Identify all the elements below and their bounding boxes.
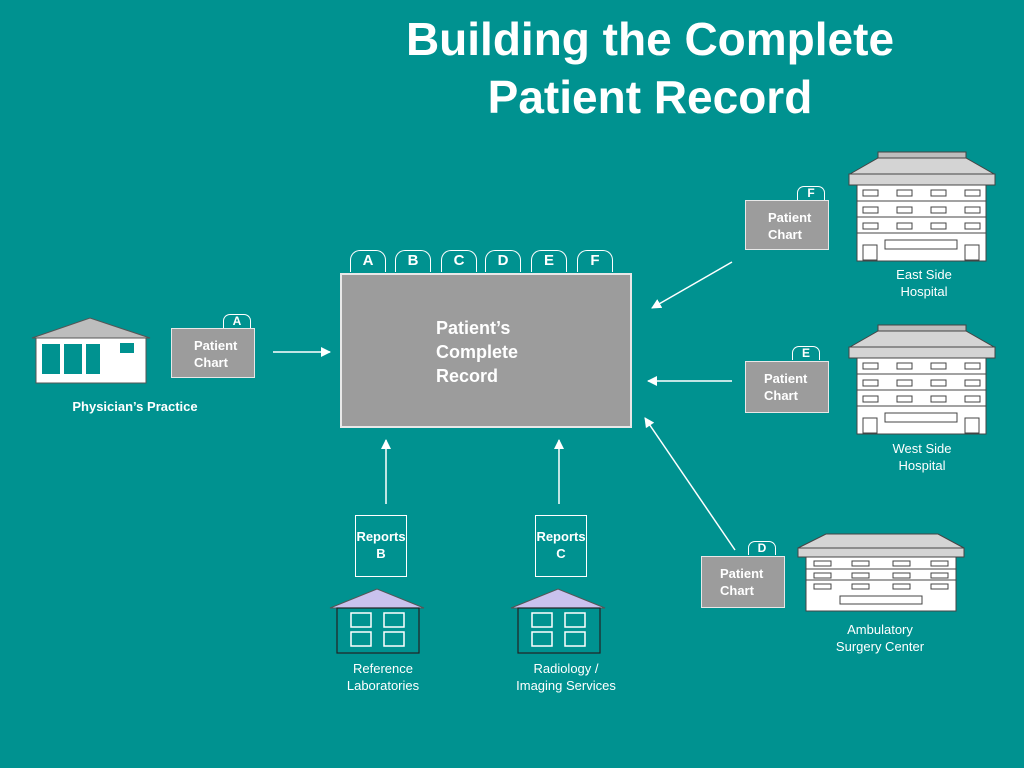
ambulatory-caption-line-1: Ambulatory <box>847 622 913 637</box>
ambulatory-patient-chart: Patient Chart <box>701 556 785 608</box>
physician-chart-line-1: Patient <box>194 338 238 353</box>
record-tab-d: D <box>485 250 521 272</box>
ambulatory-chart-tab: D <box>748 541 776 555</box>
west-side-chart-tab: E <box>792 346 820 360</box>
ambulatory-center-caption: Ambulatory Surgery Center <box>820 621 940 655</box>
radiology-building-icon <box>510 588 606 654</box>
ambulatory-center-icon <box>797 533 965 612</box>
east-side-chart-line-1: Patient <box>768 210 812 225</box>
ambulatory-chart-line-2: Chart <box>720 583 754 598</box>
west-side-chart-line-1: Patient <box>764 371 808 386</box>
west-side-chart-line-2: Chart <box>764 388 798 403</box>
record-tab-c: C <box>441 250 477 272</box>
record-tab-b: B <box>395 250 431 272</box>
east-side-hospital-icon <box>848 151 996 262</box>
complete-record-box <box>340 273 632 428</box>
title-line-1: Building the Complete <box>405 13 895 65</box>
record-tab-f: F <box>577 250 613 272</box>
east-side-hospital-caption: East Side Hospital <box>874 266 974 300</box>
physician-chart-tab: A <box>223 314 251 328</box>
west-side-hospital-caption: West Side Hospital <box>872 440 972 474</box>
reference-laboratories-caption: Reference Laboratories <box>328 660 438 694</box>
radiology-imaging-caption: Radiology / Imaging Services <box>500 660 632 694</box>
reports-b-document: Reports B <box>355 515 407 577</box>
physician-building-icon <box>31 317 151 384</box>
reference-labs-caption-line-2: Laboratories <box>346 678 420 693</box>
reports-b-line-2: B <box>376 546 386 561</box>
radiology-caption-line-1: Radiology / <box>533 661 599 676</box>
slide-title: Building the Complete Patient Record <box>340 10 960 126</box>
reference-lab-building-icon <box>329 588 425 654</box>
ambulatory-chart-line-1: Patient <box>720 566 764 581</box>
center-line-3: Record <box>436 366 499 386</box>
record-tab-e: E <box>531 250 567 272</box>
reports-c-line-2: C <box>556 546 566 561</box>
east-side-chart-line-2: Chart <box>768 227 802 242</box>
east-side-caption-line-1: East Side <box>896 267 952 282</box>
title-line-2: Patient Record <box>487 71 813 123</box>
arrow-ambulatory-to-record <box>644 417 736 551</box>
east-side-chart-tab: F <box>797 186 825 200</box>
reports-b-line-1: Reports <box>356 529 406 544</box>
record-tab-a: A <box>350 250 386 272</box>
physician-practice-caption: Physician’s Practice <box>72 399 198 414</box>
physician-patient-chart: Patient Chart <box>171 328 255 378</box>
east-side-patient-chart: Patient Chart <box>745 200 829 250</box>
reports-c-document: Reports C <box>535 515 587 577</box>
radiology-caption-line-2: Imaging Services <box>516 678 616 693</box>
reports-c-line-1: Reports <box>536 529 586 544</box>
reference-labs-caption-line-1: Reference <box>353 661 413 676</box>
arrow-eastside-to-record <box>651 261 733 309</box>
physician-chart-line-2: Chart <box>194 355 228 370</box>
west-side-caption-line-2: Hospital <box>898 458 946 473</box>
west-side-hospital-icon <box>848 324 996 435</box>
center-line-2: Complete <box>436 342 519 362</box>
west-side-caption-line-1: West Side <box>892 441 952 456</box>
center-line-1: Patient’s <box>436 318 511 338</box>
complete-record-label: Patient’s Complete Record <box>436 316 518 388</box>
ambulatory-caption-line-2: Surgery Center <box>835 639 925 654</box>
west-side-patient-chart: Patient Chart <box>745 361 829 413</box>
east-side-caption-line-2: Hospital <box>900 284 948 299</box>
